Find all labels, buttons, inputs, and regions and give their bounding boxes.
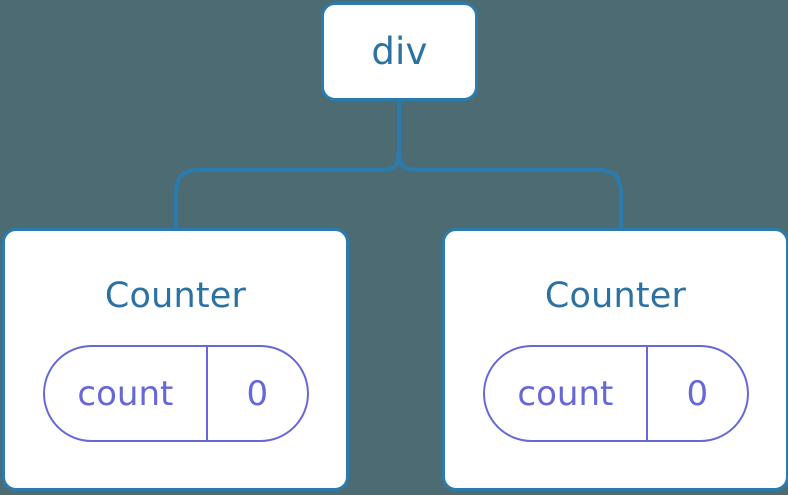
state-pill-counter-2[interactable]: count 0 bbox=[482, 345, 749, 442]
node-counter-2[interactable]: Counter count 0 bbox=[442, 228, 788, 491]
node-div-label: div bbox=[371, 30, 428, 73]
node-counter-1-label: Counter bbox=[104, 276, 247, 316]
state-key-text: count bbox=[517, 373, 614, 414]
state-pill-counter-1-key: count bbox=[45, 347, 209, 440]
state-value-text: 0 bbox=[246, 373, 269, 414]
node-counter-1[interactable]: Counter count 0 bbox=[2, 228, 349, 491]
state-key-text: count bbox=[77, 373, 174, 414]
state-pill-counter-2-key: count bbox=[485, 347, 649, 440]
node-div[interactable]: div bbox=[321, 2, 478, 101]
state-pill-counter-1-value: 0 bbox=[208, 347, 306, 440]
connector-left-branch bbox=[174, 145, 401, 230]
node-counter-2-label: Counter bbox=[544, 276, 687, 316]
state-value-text: 0 bbox=[686, 373, 709, 414]
connector-right-branch bbox=[397, 145, 623, 230]
state-pill-counter-2-value: 0 bbox=[648, 347, 746, 440]
state-pill-counter-1[interactable]: count 0 bbox=[42, 345, 309, 442]
